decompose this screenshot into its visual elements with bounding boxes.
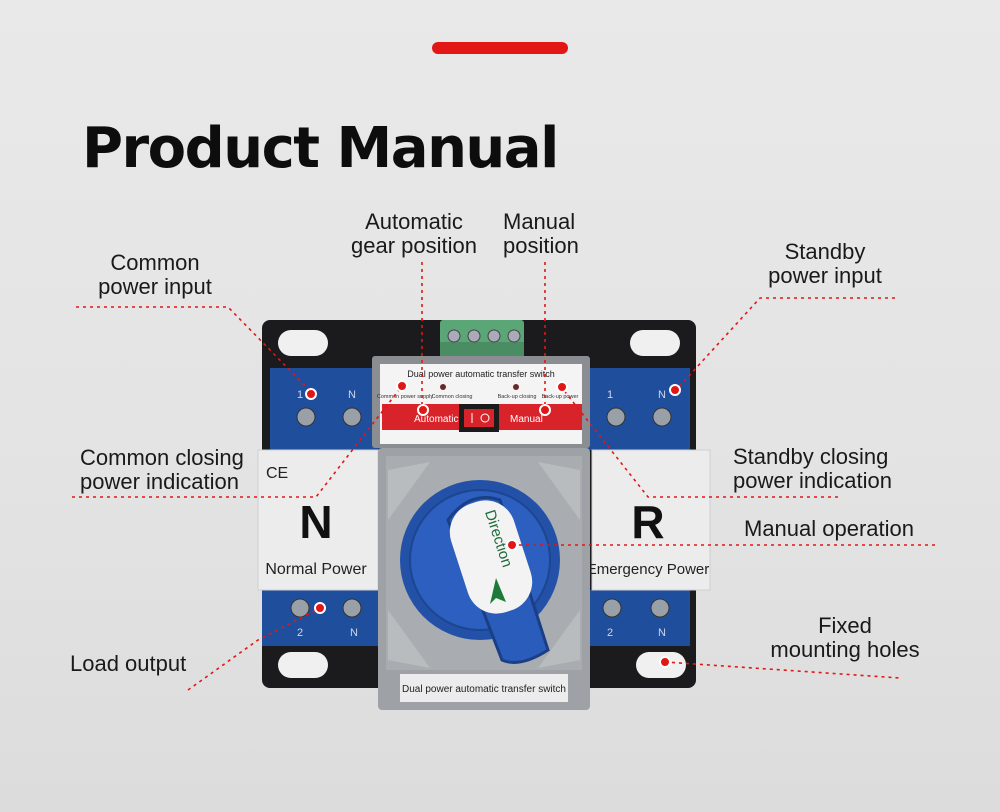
terminal-label-5: 2	[297, 627, 303, 639]
terminal-label-8: N	[658, 627, 666, 639]
mode-manual-label: Manual	[510, 414, 543, 425]
accent-bar	[432, 42, 568, 54]
letter-r: R	[631, 496, 664, 548]
terminal-label-2: N	[348, 389, 356, 401]
indicator-label-1: Common power supply	[377, 394, 433, 400]
mounting-hole	[630, 330, 680, 356]
terminal-label-7: 2	[607, 627, 613, 639]
emergency-power-caption: Emergency Power	[587, 561, 710, 578]
indicator-label-3: Back-up closing	[498, 394, 537, 400]
page-title: Product Manual	[82, 116, 559, 181]
ce-mark: CE	[266, 465, 288, 482]
top-panel-title: Dual power automatic transfer switch	[407, 369, 555, 379]
indicator-label-2: Common closing	[432, 394, 473, 400]
indicator-label-4: Back-up power	[542, 394, 579, 400]
mounting-hole	[636, 652, 686, 678]
label-manual-operation: Manual operation	[744, 516, 915, 541]
label-load-output: Load output	[70, 651, 187, 676]
bottom-plate-label: Dual power automatic transfer switch	[402, 684, 566, 695]
mounting-hole	[278, 330, 328, 356]
letter-n: N	[299, 496, 332, 548]
terminal-label-6: N	[350, 627, 358, 639]
mode-automatic-label: Automatic	[414, 414, 458, 425]
normal-power-caption: Normal Power	[265, 561, 367, 578]
terminal-label-1: 1	[297, 389, 303, 401]
terminal-label-4: N	[658, 389, 666, 401]
terminal-label-3: 1	[607, 389, 613, 401]
mounting-hole	[278, 652, 328, 678]
